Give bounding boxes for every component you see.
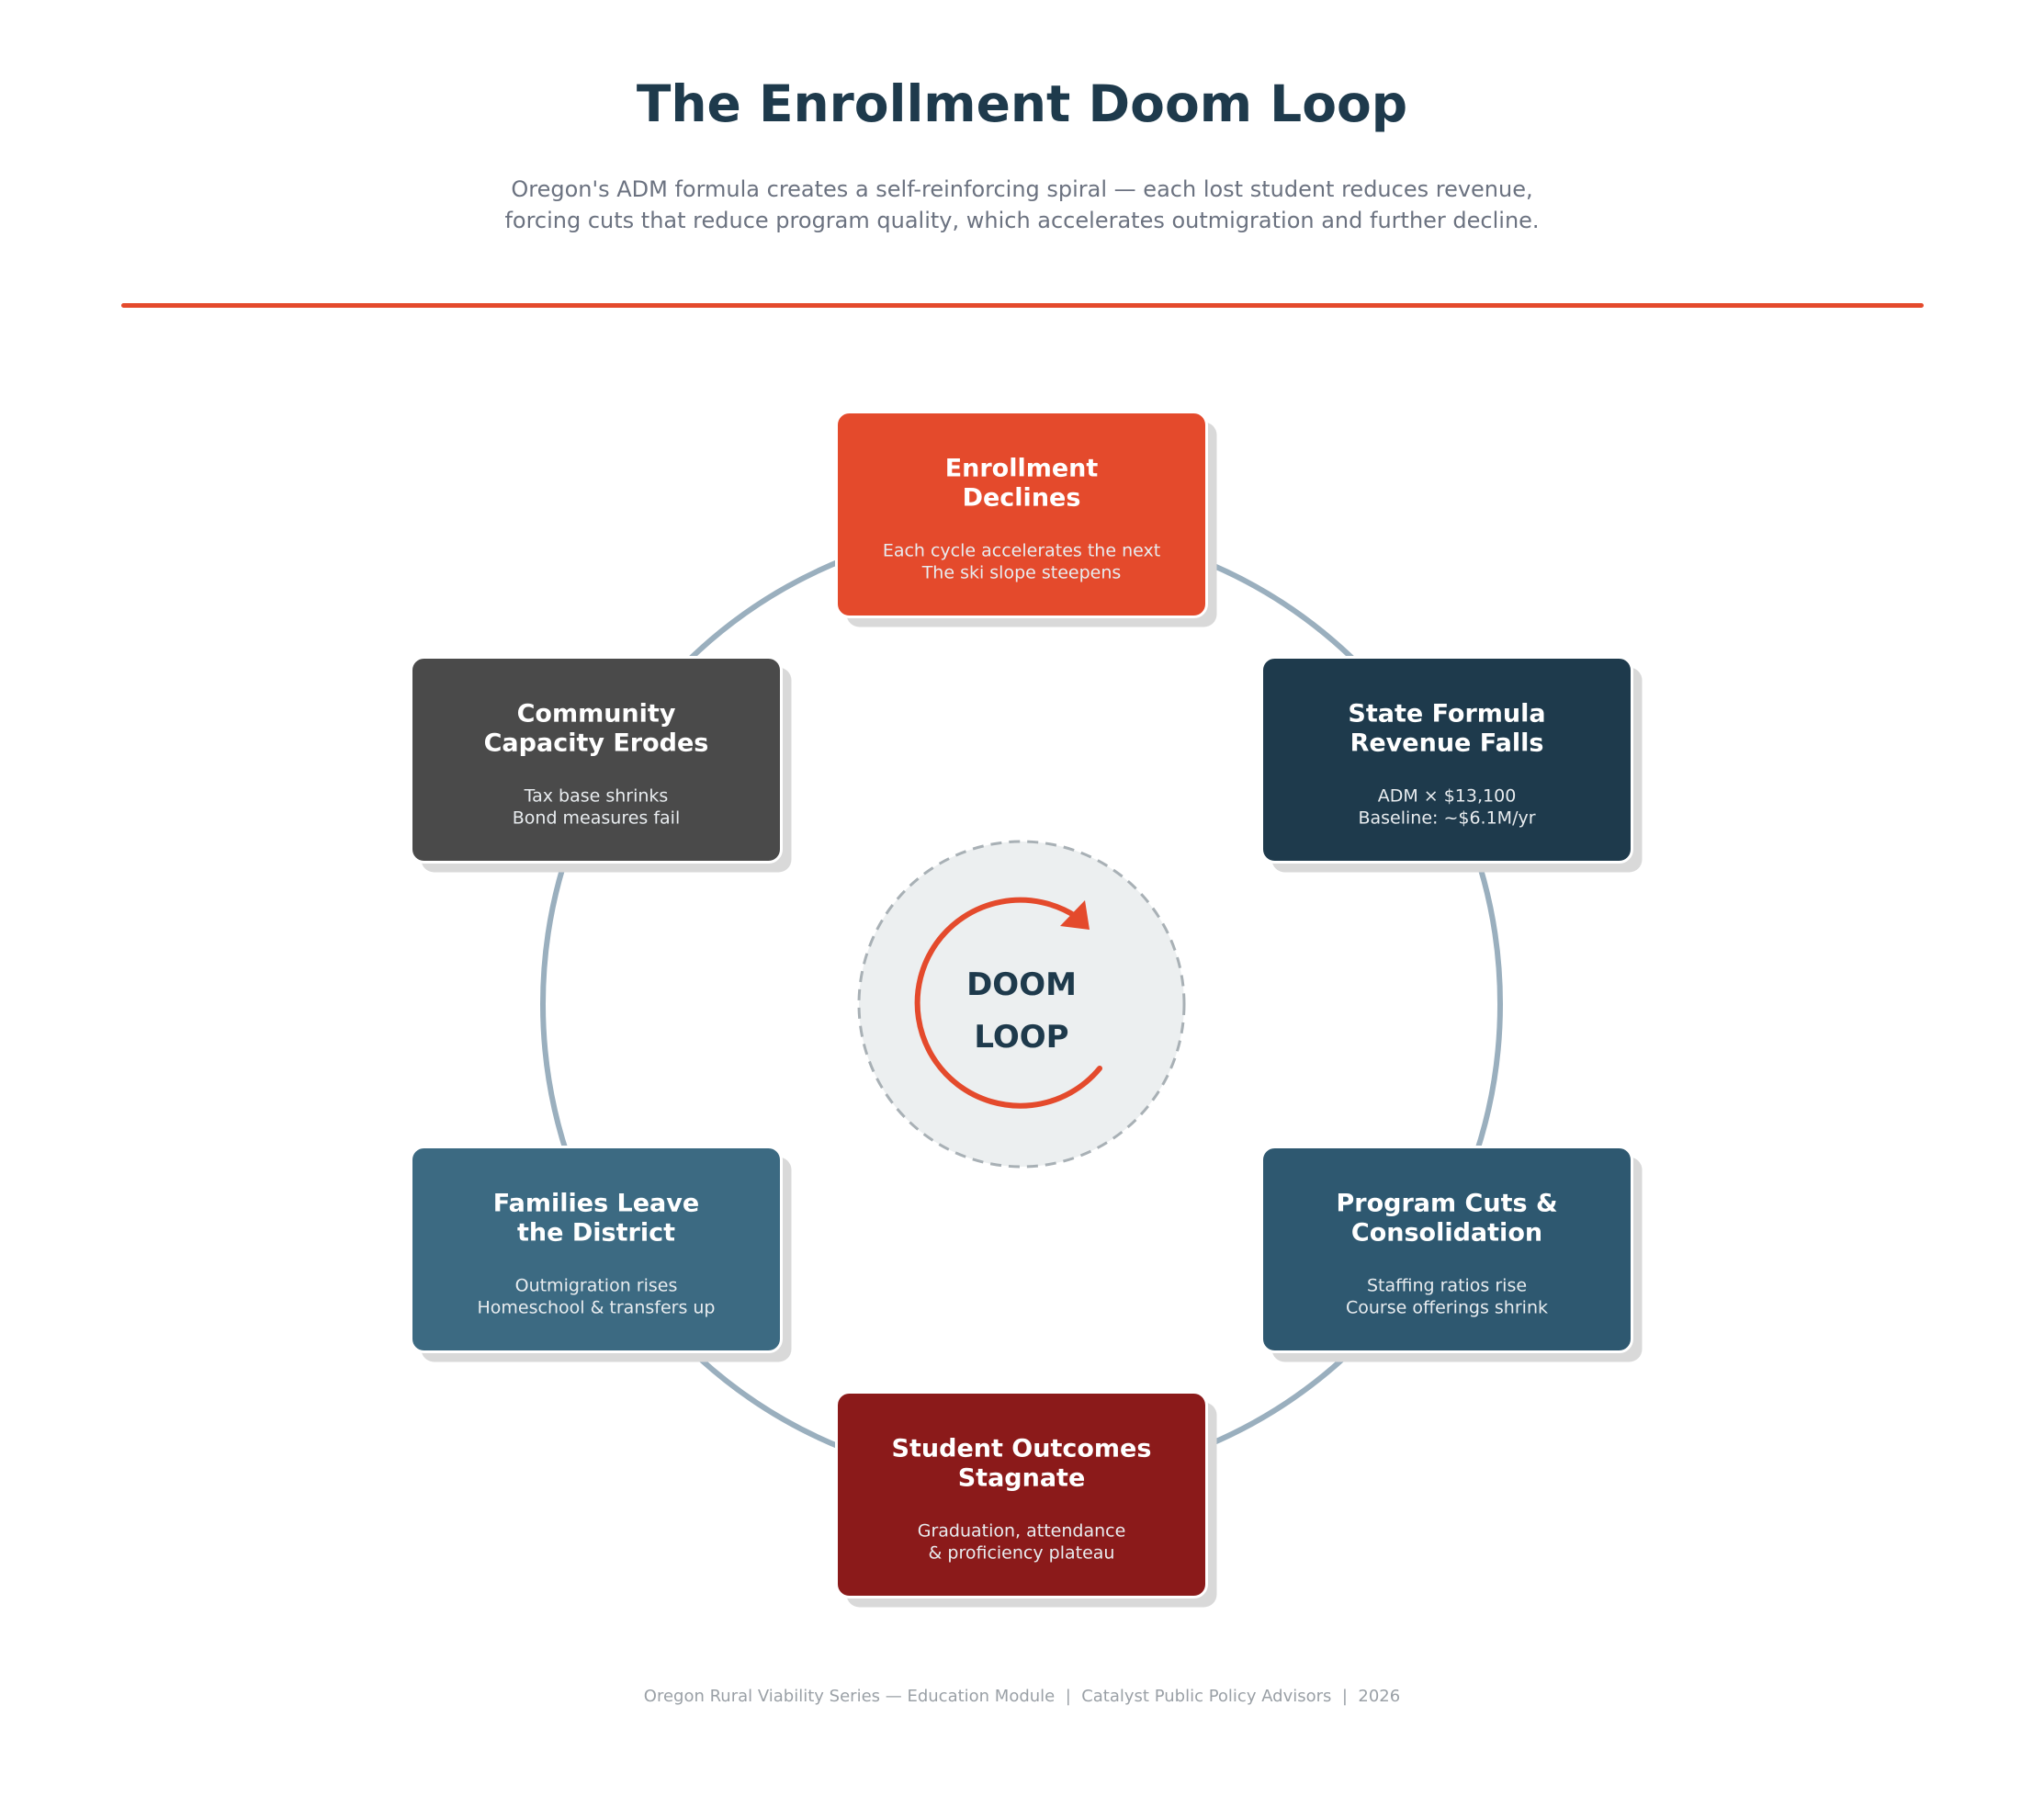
node-title-line: Student Outcomes <box>892 1435 1152 1463</box>
subtitle-line-2: forcing cuts that reduce program quality… <box>504 208 1540 233</box>
center-circle <box>857 840 1186 1169</box>
node-title-line: Capacity Erodes <box>484 729 709 758</box>
footer-credit: Oregon Rural Viability Series — Educatio… <box>643 1687 1401 1706</box>
node-title-line: Community <box>517 700 676 729</box>
node-box <box>1260 1146 1633 1353</box>
node-title-line: State Formula <box>1348 700 1545 729</box>
node-title-line: Families Leave <box>493 1190 699 1218</box>
node-title-line: Enrollment <box>945 455 1099 483</box>
node-description-line: Homeschool & transfers up <box>478 1298 716 1318</box>
center-label-line-1: DOOM <box>966 966 1077 1003</box>
node-description-line: & proficiency plateau <box>929 1543 1115 1564</box>
node-description-line: Outmigration rises <box>515 1276 678 1296</box>
center-label-line-2: LOOP <box>974 1019 1068 1056</box>
cycle-arrow-icon <box>914 897 1102 1109</box>
page-subtitle: Oregon's ADM formula creates a self-rein… <box>0 174 2044 236</box>
node-box <box>410 1146 783 1353</box>
node-description-line: Bond measures fail <box>513 808 681 829</box>
node-description-line: Graduation, attendance <box>918 1521 1126 1542</box>
node-description-line: The ski slope steepens <box>921 563 1122 583</box>
header-divider <box>121 303 1924 308</box>
node-description-line: ADM × $13,100 <box>1378 786 1517 807</box>
node-box <box>1260 656 1633 864</box>
node-title-line: Declines <box>963 484 1081 513</box>
node-title-line: Consolidation <box>1351 1219 1542 1248</box>
node-title-line: the District <box>517 1219 675 1248</box>
subtitle-line-1: Oregon's ADM formula creates a self-rein… <box>511 176 1533 202</box>
node-box <box>410 656 783 864</box>
node-title-line: Revenue Falls <box>1350 729 1544 758</box>
node-description-line: Each cycle accelerates the next <box>883 541 1160 561</box>
node-description-line: Course offerings shrink <box>1346 1298 1548 1318</box>
node-description-line: Staffing ratios rise <box>1367 1276 1527 1296</box>
node-box <box>835 1391 1208 1598</box>
node-title-line: Program Cuts & <box>1336 1190 1557 1218</box>
node-box <box>835 411 1208 618</box>
node-title-line: Stagnate <box>958 1464 1086 1493</box>
node-description-line: Tax base shrinks <box>524 786 669 807</box>
node-description-line: Baseline: ~$6.1M/yr <box>1358 808 1535 829</box>
page-title: The Enrollment Doom Loop <box>636 74 1408 133</box>
